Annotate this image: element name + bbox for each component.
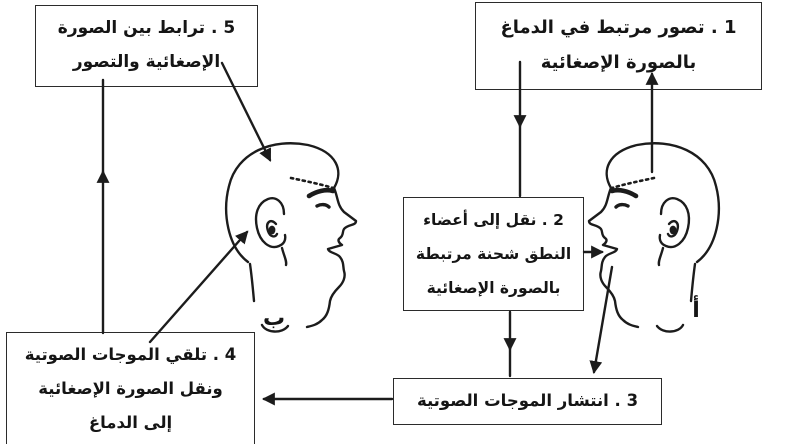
step-box-1: 1 . تصور مرتبط في الدماغ بالصورة الإصغائ… (475, 2, 762, 90)
step-box-5-line-1: 5 . ترابط بين الصورة (57, 18, 236, 38)
step-box-1-line-1: 1 . تصور مرتبط في الدماغ (500, 17, 737, 38)
step-box-4-line-2: ونقل الصورة الإصغائية (38, 379, 223, 398)
arrow-box4-to-ear-b (148, 230, 249, 344)
step-box-4: 4 . تلقي الموجات الصوتية ونقل الصورة الإ… (6, 332, 255, 444)
label-listener-b: ب (262, 306, 286, 331)
step-box-3-line-1: 3 . انتشار الموجات الصوتية (416, 391, 639, 410)
step-box-5: 5 . ترابط بين الصورة الإصغائية والتصور (35, 5, 258, 87)
step-box-3: 3 . انتشار الموجات الصوتية (393, 378, 662, 425)
step-box-2-line-1: 2 . نقل إلى أعضاء (423, 211, 564, 229)
step-box-2-line-3: بالصورة الإصغائية (426, 279, 561, 297)
step-box-5-line-2: الإصغائية والتصور (72, 52, 221, 72)
label-speaker-a: أ (692, 298, 700, 323)
step-box-4-line-1: 4 . تلقي الموجات الصوتية (24, 345, 237, 364)
step-box-1-line-2: بالصورة الإصغائية (540, 52, 697, 73)
step-box-2-line-2: النطق شحنة مرتبطة (415, 245, 572, 263)
listener-head-figure (226, 143, 356, 331)
step-box-4-line-3: إلى الدماغ (88, 413, 173, 432)
step-box-2: 2 . نقل إلى أعضاء النطق شحنة مرتبطة بالص… (403, 197, 584, 311)
arrow-mouth-a-to-box3 (589, 265, 614, 375)
